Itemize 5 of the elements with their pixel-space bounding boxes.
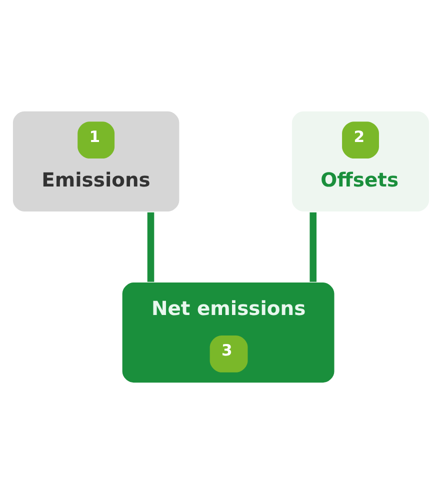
node-box: 2 Offsets xyxy=(291,110,430,212)
node-box: Net emissions 3 xyxy=(121,281,336,384)
connector xyxy=(147,212,154,282)
connector xyxy=(310,212,317,282)
node-box: 1 Emissions xyxy=(12,110,180,212)
